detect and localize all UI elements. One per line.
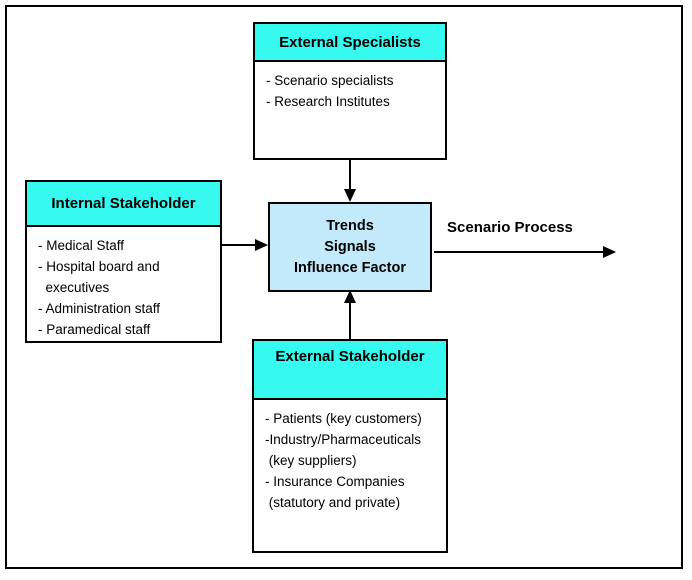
arrow-center-to-scenario-process <box>434 251 604 253</box>
list-item: - Patients (key customers) <box>265 411 422 426</box>
list-item: - Administration staff <box>38 301 161 316</box>
arrow-down-head-icon <box>344 189 356 202</box>
list-item: - Hospital board and <box>38 259 160 274</box>
arrow-external-stakeholder-to-center <box>349 303 351 339</box>
outer-frame <box>5 5 683 569</box>
arrow-up-head-icon <box>344 290 356 303</box>
scenario-process-label: Scenario Process <box>447 219 573 236</box>
center-box-line: Trends <box>326 217 374 234</box>
center-box-line: Influence Factor <box>294 259 406 276</box>
arrow-external-specialists-to-center <box>349 160 351 191</box>
arrow-right-head-icon <box>603 246 616 258</box>
internal-stakeholder-box: Internal Stakeholder - Medical Staff - Ho… <box>25 180 222 343</box>
external-stakeholder-header: External Stakeholder <box>254 341 446 400</box>
list-item: -Industry/Pharmaceuticals <box>265 432 422 447</box>
external-specialists-box: External Specialists - Scenario speciali… <box>253 22 447 160</box>
list-item: - Scenario specialists <box>266 73 394 88</box>
list-item: (statutory and private) <box>265 495 401 510</box>
list-item: - Insurance Companies <box>265 474 405 489</box>
list-item: (key suppliers) <box>265 453 357 468</box>
external-specialists-list: - Scenario specialists - Research Institu… <box>255 62 445 112</box>
list-item: - Medical Staff <box>38 238 125 253</box>
external-specialists-header: External Specialists <box>255 24 445 62</box>
external-stakeholder-list: - Patients (key customers) -Industry/Phar… <box>254 400 446 513</box>
internal-stakeholder-list: - Medical Staff - Hospital board and exec… <box>27 227 220 340</box>
arrow-right-head-icon <box>255 239 268 251</box>
list-item: - Paramedical staff <box>38 322 151 337</box>
list-item: executives <box>38 280 110 295</box>
arrow-internal-stakeholder-to-center <box>222 244 257 246</box>
center-box-line: Signals <box>324 238 376 255</box>
external-stakeholder-box: External Stakeholder - Patients (key cus… <box>252 339 448 553</box>
list-item: - Research Institutes <box>266 94 390 109</box>
internal-stakeholder-header: Internal Stakeholder <box>27 182 220 227</box>
